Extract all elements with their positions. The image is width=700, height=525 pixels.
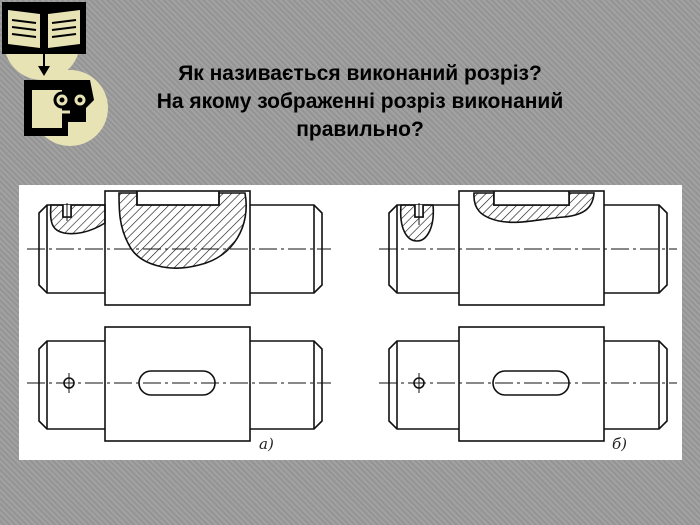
title-line-2: На якому зображенні розріз виконаний [156, 90, 564, 113]
book-icon [2, 2, 86, 80]
thinking-person-icon [24, 70, 108, 146]
slide-decoration-icons [0, 0, 115, 150]
slide-title: Як називається виконаний розріз? На яком… [80, 60, 640, 144]
figure-a-label: а) [259, 435, 274, 453]
title-line-3: правильно? [296, 118, 424, 141]
figure-b [379, 190, 677, 442]
figure-b-label: б) [612, 435, 628, 453]
technical-drawing: а) б) [19, 185, 682, 460]
title-line-1: Як називається виконаний розріз? [178, 62, 542, 85]
shaft-drawings [27, 190, 677, 442]
figure-a [27, 190, 331, 442]
